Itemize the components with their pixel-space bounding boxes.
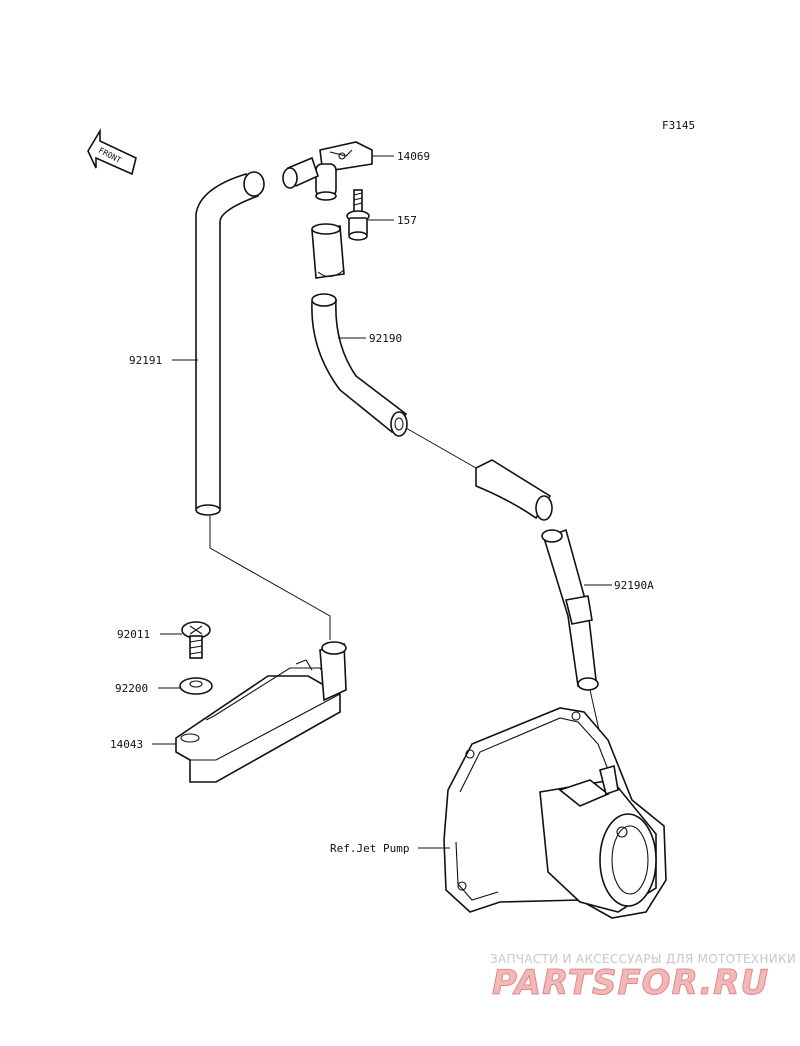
part-92190-hose — [311, 293, 408, 437]
callout-92190A: 92190A — [614, 579, 654, 592]
part-92190A-hose — [475, 459, 599, 691]
callout-92190: 92190 — [369, 332, 402, 345]
part-92011-screw — [181, 621, 211, 659]
part-92200-washer — [179, 677, 213, 695]
callout-14043: 14043 — [110, 738, 143, 751]
callout-92191: 92191 — [129, 354, 162, 367]
callout-92011: 92011 — [117, 628, 150, 641]
callout-92200: 92200 — [115, 682, 148, 695]
callout-14069: 14069 — [397, 150, 430, 163]
jet-pump-housing — [443, 707, 667, 919]
part-14069-fitting — [282, 141, 373, 201]
watermark-logo: PARTSFOR.RU — [492, 963, 769, 1003]
part-92190-hose-upper — [311, 223, 345, 279]
figure-code: F3145 — [662, 119, 695, 132]
callout-157: 157 — [397, 214, 417, 227]
watermark-tagline: ЗАПЧАСТИ И АКСЕССУАРЫ ДЛЯ МОТОТЕХНИКИ — [490, 952, 796, 966]
front-arrow-icon: FRONT — [87, 128, 137, 176]
part-92191-hose — [195, 171, 265, 516]
part-14043-bracket — [175, 641, 347, 783]
callout-ref-jet-pump: Ref.Jet Pump — [330, 842, 409, 855]
part-157-bolt — [346, 189, 370, 241]
